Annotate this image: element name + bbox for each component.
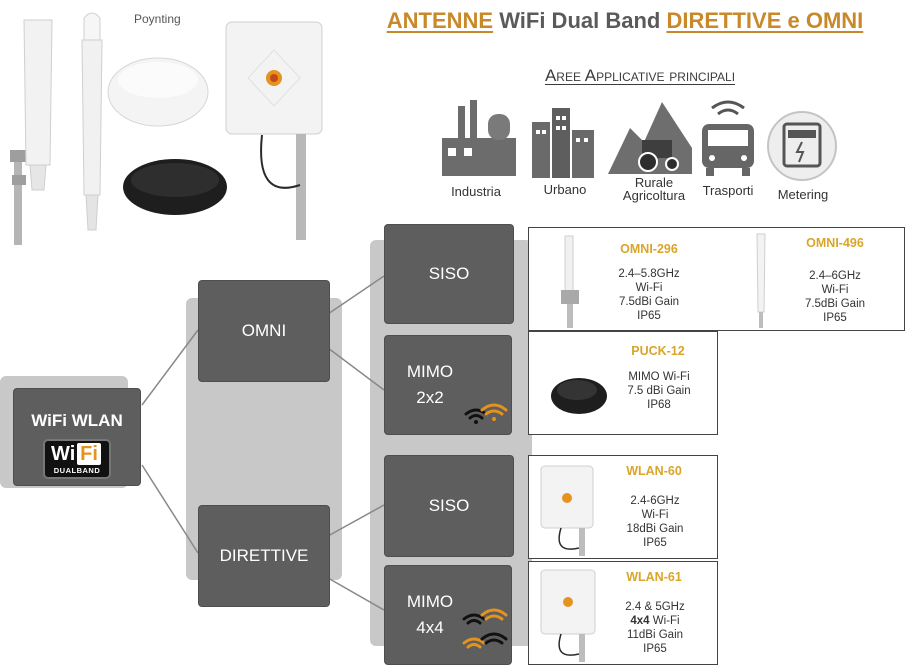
product-name: PUCK-12 [631,344,685,358]
root-node-wifi-wlan: WiFi WLAN Wi Fi DUALBAND [13,388,141,486]
product-specs: 2.4 & 5GHz 4x4 Wi-Fi 11dBi Gain IP65 [625,601,685,655]
omni-antenna-image [561,235,579,328]
wifi-dualband-logo: Wi Fi DUALBAND [43,439,111,479]
product-name: WLAN-60 [626,464,682,478]
node-omni-mimo: MIMO 2x2 [384,335,512,435]
product-specs: MIMO Wi-Fi 7.5 dBi Gain IP68 [627,371,691,411]
product-name: OMNI-296 [620,242,678,256]
area-label-industria: Industria [451,184,501,199]
product-card-wlan61: WLAN-61 2.4 & 5GHz 4x4 Wi-Fi 11dBi Gain … [528,561,718,665]
page-title: ANTENNE WiFi Dual Band DIRETTIVE e OMNI [386,8,864,33]
meter-icon [767,111,837,181]
product-card-wlan60: WLAN-60 2.4-6GHz Wi-Fi 18dBi Gain IP65 [528,455,718,559]
product-card-omni: OMNI-296 2.4–5.8GHz Wi-Fi 7.5dBi Gain IP… [528,227,905,331]
product-name: WLAN-61 [626,570,682,584]
section-subtitle: Aree Applicative principali [544,66,736,85]
bus-icon [702,100,754,176]
area-label-metering: Metering [777,187,829,202]
wifi-signal-icon [464,403,508,424]
panel-antenna-image [540,569,596,662]
brand-logo: Poynting [134,12,181,26]
product-name: OMNI-496 [806,236,864,250]
product-card-puck12: PUCK-12 MIMO Wi-Fi 7.5 dBi Gain IP68 [528,331,718,435]
area-label-rurale: Rurale Agricoltura [622,175,686,203]
omni-antenna-image [756,233,766,328]
factory-icon [442,100,516,176]
node-dir-siso: SISO [384,455,514,557]
tractor-icon [608,102,692,174]
node-omni: OMNI [198,280,330,382]
product-specs: 2.4-6GHz Wi-Fi 18dBi Gain IP65 [626,495,684,549]
product-specs: 2.4–5.8GHz Wi-Fi 7.5dBi Gain IP65 [618,268,680,322]
panel-antenna-image [540,465,594,556]
node-omni-siso: SISO [384,224,514,324]
product-specs: 2.4–6GHz Wi-Fi 7.5dBi Gain IP65 [804,270,866,324]
buildings-icon [532,108,594,178]
area-label-trasporti: Trasporti [702,183,754,198]
puck-antenna-image [551,378,607,414]
node-direttive: DIRETTIVE [198,505,330,607]
wifi-signal-icon [462,608,508,649]
area-label-urbano: Urbano [543,182,587,197]
antenna-product-photo [10,12,323,245]
